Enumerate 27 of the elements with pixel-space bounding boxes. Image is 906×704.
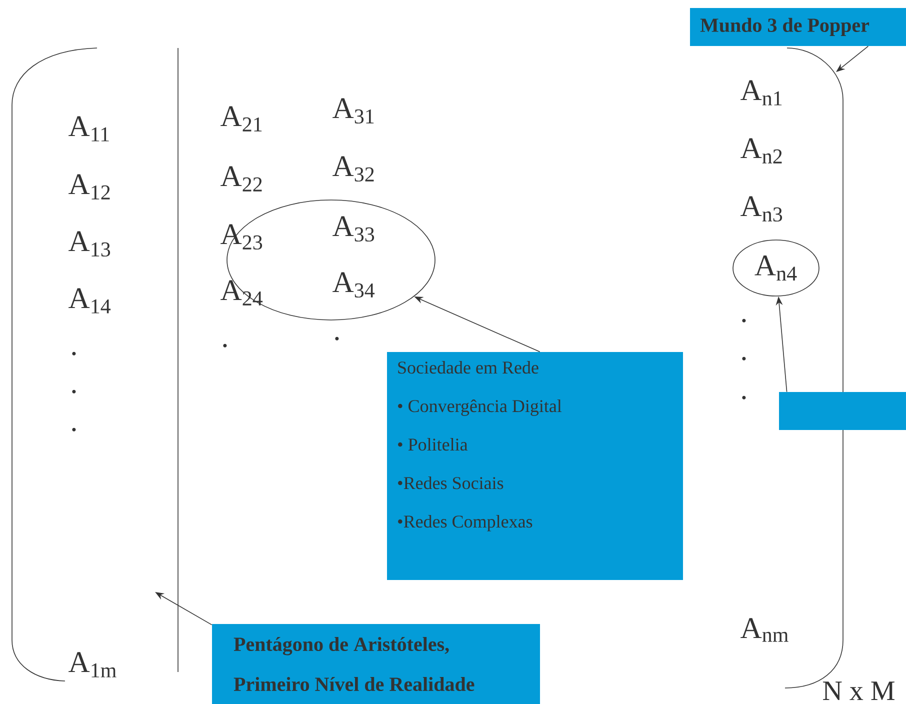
matrix-entry: A$_{13}$ [68,231,110,257]
caption-box [779,392,906,430]
matrix-entry: A$_{n2}$ [740,138,782,164]
matrix-entry: . [742,396,746,400]
matrix-entry: A$_{nm}$ [740,618,788,642]
matrix-entry: . [72,390,76,394]
matrix-entry: . [72,352,76,356]
matrix-entry: . [742,318,746,322]
caption-box: Pentágono de Aristóteles, Primeiro Nível de Realidade [212,624,540,704]
matrix-entry: A$_{12}$ [68,174,110,200]
matrix-entry: . [223,344,227,348]
matrix-entry: A$_{14}$ [68,288,111,314]
matrix-entry: . [742,356,746,360]
matrix-entry: . [335,336,339,340]
ellipse-outline: A$_{n4}$ [732,240,820,296]
matrix-entry: . [72,428,76,432]
matrix-entry: A$_{11}$ [68,116,109,142]
matrix-entry: A$_{n1}$ [740,80,782,106]
matrix-entry: N x M [823,682,894,700]
matrix-entry: A$_{33}$ [332,216,374,242]
matrix-entry: A$_{34}$ [332,272,375,298]
matrix-entry: A$_{31}$ [332,98,374,124]
caption-box: Mundo 3 de Popper [690,8,906,46]
text-box: Sociedade em Rede • Convergência Digital • Politelia •Redes Sociais •Redes Complexas [387,352,683,580]
matrix-entry: A$_{1m}$ [68,652,116,678]
arrow [836,46,869,72]
matrix-entry: A$_{21}$ [220,106,262,132]
